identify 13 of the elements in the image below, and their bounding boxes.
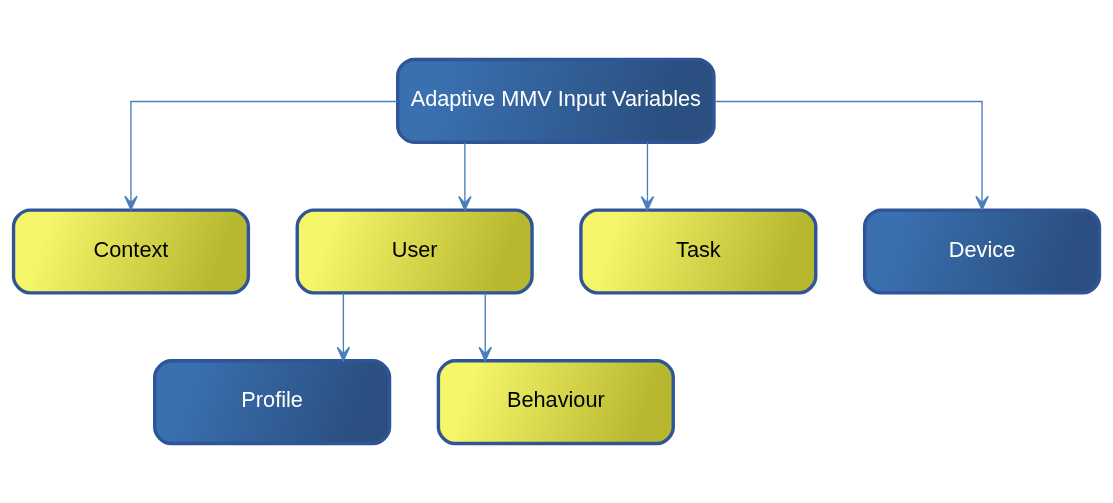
- arrow: [458, 141, 472, 211]
- node-box: Behaviour: [436, 359, 675, 446]
- node-box: Task: [579, 208, 818, 295]
- node-box: Adaptive MMV Input Variables: [396, 57, 716, 144]
- arrow: [640, 141, 655, 211]
- node-box: Profile: [153, 359, 392, 446]
- arrow: [478, 292, 493, 362]
- arrow: [124, 100, 399, 211]
- arrow: [713, 100, 989, 211]
- node-box: Context: [11, 208, 251, 295]
- arrow: [336, 292, 351, 362]
- node-box: Device: [862, 208, 1102, 295]
- node-box: User: [295, 208, 534, 295]
